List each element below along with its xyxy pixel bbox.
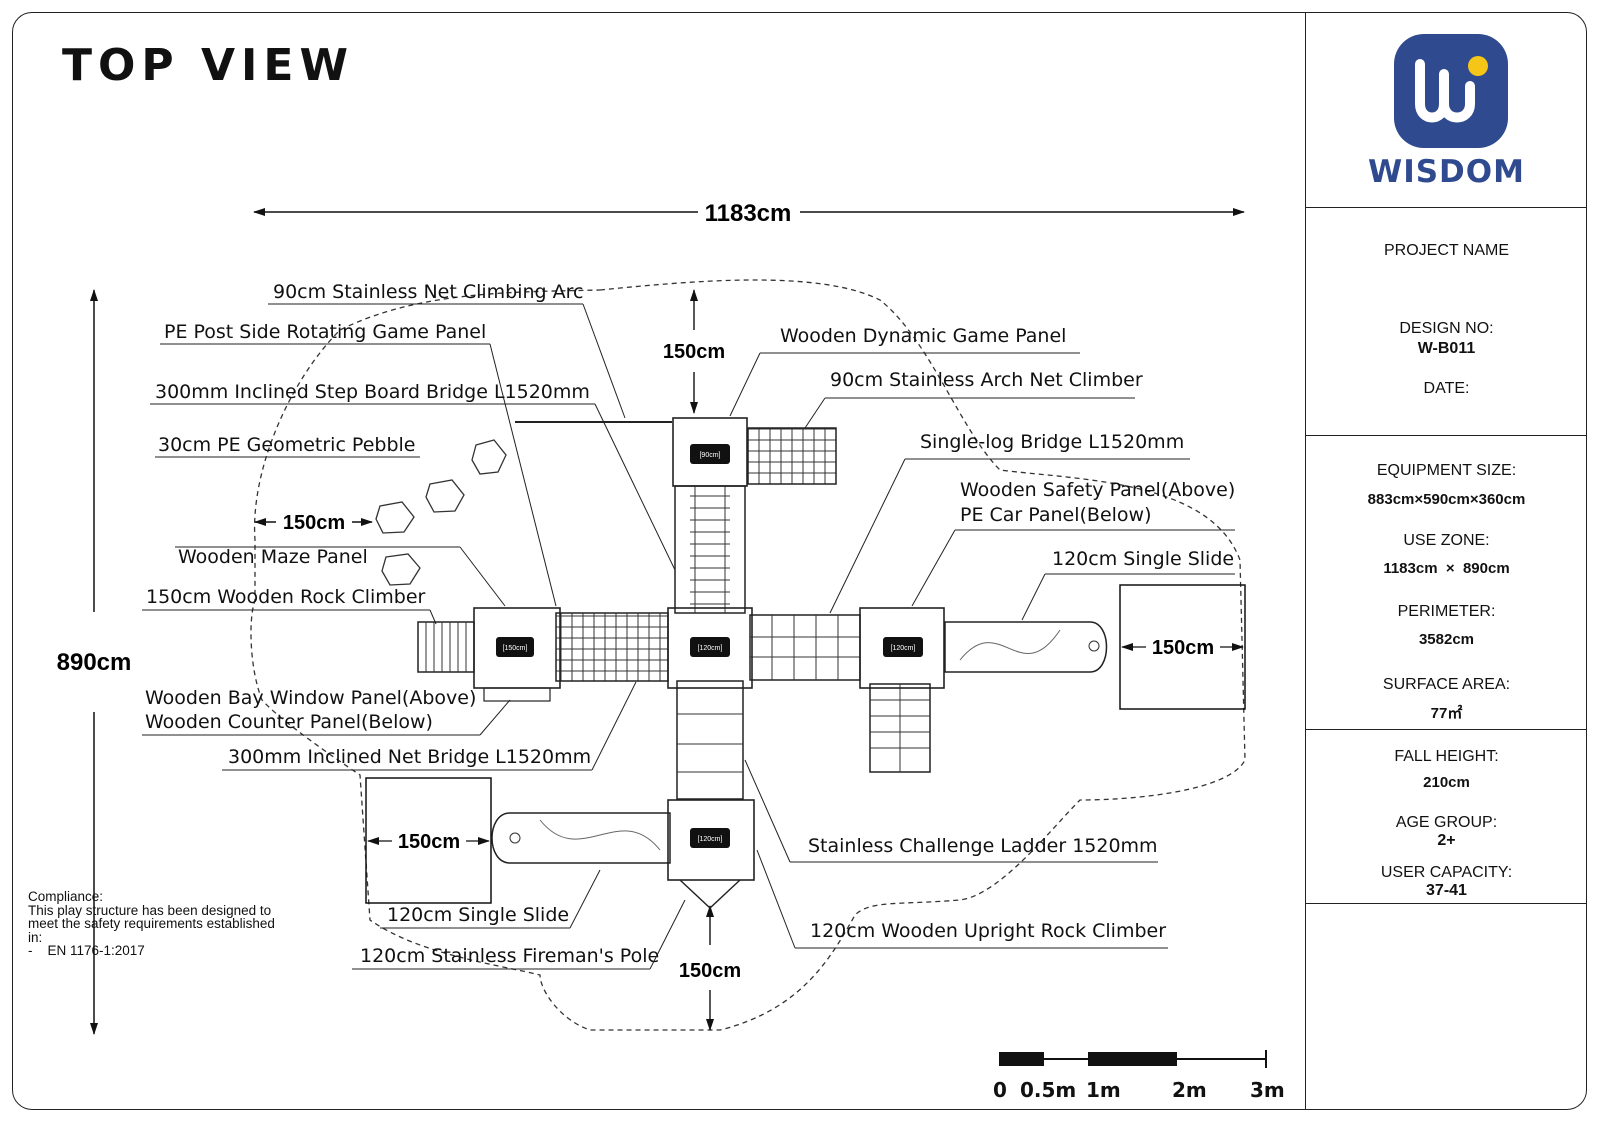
equipment-size-label: EQUIPMENT SIZE: [1376, 462, 1517, 479]
title-block: WISDOM PROJECT NAME DESIGN NO: W-B011 DA… [1305, 12, 1587, 1110]
clearance-top-label: 150cm [663, 341, 725, 363]
equipment-size-value: 883cm×590cm×360cm [1367, 491, 1526, 508]
callout-label: 90cm Stainless Arch Net Climber [830, 369, 1143, 391]
slide-runout-zone-left [365, 777, 492, 904]
platform-label-right: [120cm] [891, 645, 916, 652]
scale-bar [999, 1050, 1267, 1068]
challenge-ladder [676, 680, 744, 800]
single-slide-left [491, 812, 671, 864]
page-title: TOP VIEW [62, 40, 354, 91]
surface-area-label: SURFACE AREA: [1382, 676, 1511, 693]
callout-label: PE Post Side Rotating Game Panel [164, 321, 486, 343]
geometric-pebble [375, 501, 415, 534]
single-slide-right [944, 621, 1108, 673]
scale-label: 3m [1250, 1078, 1285, 1102]
callout-label: 300mm Inclined Net Bridge L1520mm [228, 746, 591, 768]
perimeter-value: 3582cm [1418, 631, 1475, 648]
callout-label: Wooden Counter Panel(Below) [145, 711, 433, 733]
clearance-right-label: 150cm [1152, 637, 1214, 659]
equipment-section: EQUIPMENT SIZE: 883cm×590cm×360cm USE ZO… [1306, 436, 1587, 730]
callout-label: 150cm Wooden Rock Climber [146, 586, 426, 608]
drawing-sheet [12, 12, 1587, 1110]
brand-section: WISDOM [1306, 12, 1587, 208]
callout-label: 120cm Single Slide [1052, 548, 1234, 570]
geometric-pebble [425, 479, 465, 513]
use-zone-value: 1183cm × 890cm [1383, 560, 1510, 577]
project-name-label: PROJECT NAME [1383, 242, 1510, 259]
fall-height-value: 210cm [1423, 774, 1470, 791]
platform-label-left: [150cm] [503, 645, 528, 652]
callout-label: 90cm Stainless Net Climbing Arc [273, 281, 584, 303]
callout-label: Wooden Maze Panel [178, 546, 368, 568]
inclined-net-bridge [555, 612, 669, 682]
callout-label: 120cm Wooden Upright Rock Climber [810, 920, 1166, 942]
geometric-pebble [471, 439, 507, 475]
callout-label: 300mm Inclined Step Board Bridge L1520mm [155, 381, 590, 403]
use-zone-boundary [250, 279, 1246, 1031]
callout-label: 120cm Single Slide [387, 904, 569, 926]
surface-area-value: 77㎡ [1430, 705, 1463, 722]
platform-center: [120cm] [667, 607, 753, 689]
platform-label-bottom: [120cm] [698, 836, 723, 843]
callout-label: Single-log Bridge L1520mm [920, 431, 1184, 453]
clearance-bottom-left-label: 150cm [398, 831, 460, 853]
brand-name: WISDOM [1368, 154, 1525, 190]
callout-label: Wooden Safety Panel(Above) [960, 479, 1235, 501]
compliance-text: This play structure has been designed to… [28, 902, 275, 945]
clearance-bottom-label: 150cm [679, 960, 741, 982]
compliance-title: Compliance: [28, 889, 104, 904]
callout-label: PE Car Panel(Below) [960, 504, 1152, 526]
user-capacity-value: 37-41 [1426, 882, 1467, 899]
slide-groove [959, 629, 1061, 661]
single-log-bridge [749, 614, 861, 681]
inclined-step-board-bridge [674, 485, 746, 614]
overall-width-label: 1183cm [705, 200, 792, 227]
platform-label-top: [90cm] [699, 452, 720, 459]
fall-height-label: FALL HEIGHT: [1394, 748, 1499, 765]
safety-section: FALL HEIGHT: 210cm AGE GROUP: 2+ USER CA… [1306, 730, 1587, 904]
platform-label-center: [120cm] [698, 645, 723, 652]
slide-groove [539, 819, 661, 851]
callout-label: Wooden Dynamic Game Panel [780, 325, 1066, 347]
callout-label: 120cm Stainless Fireman's Pole [360, 945, 659, 967]
use-zone-label: USE ZONE: [1403, 532, 1490, 549]
compliance-note: Compliance: This play structure has been… [28, 890, 278, 958]
slide-end-marker [509, 832, 521, 844]
arch-net-climber [747, 427, 837, 485]
age-group-value: 2+ [1437, 832, 1456, 849]
platform-left: [150cm] [473, 607, 561, 702]
slide-runout-zone-right [1119, 584, 1246, 710]
perimeter-label: PERIMETER: [1397, 603, 1496, 620]
callout-label: 30cm PE Geometric Pebble [158, 434, 416, 456]
design-no-value: W-B011 [1417, 340, 1476, 357]
clearance-left-label: 150cm [283, 512, 345, 534]
scale-label: 2m [1172, 1078, 1207, 1102]
platform-bottom: [120cm] [667, 799, 755, 909]
user-capacity-label: USER CAPACITY: [1380, 864, 1513, 881]
design-no-label: DESIGN NO: [1399, 320, 1494, 337]
scale-label: 0.5m [1020, 1078, 1077, 1102]
platform-top: [90cm] [672, 417, 748, 487]
project-section: PROJECT NAME DESIGN NO: W-B011 DATE: [1306, 208, 1587, 436]
age-group-label: AGE GROUP: [1395, 814, 1498, 831]
date-label: DATE: [1423, 380, 1470, 397]
scale-label: 0 [993, 1078, 1007, 1102]
callout-label: Wooden Bay Window Panel(Above) [145, 687, 476, 709]
scale-label: 1m [1086, 1078, 1121, 1102]
slide-end-marker [1088, 640, 1100, 652]
top-view-drawing: 1183cm 890cm 150cm 150cm 150cm 150cm 150… [57, 200, 1267, 1068]
overall-depth-label: 890cm [57, 649, 132, 676]
compliance-standard: - EN 1176-1:2017 [28, 943, 145, 958]
wisdom-logo-icon [1394, 34, 1508, 148]
callout-label: Stainless Challenge Ladder 1520mm [808, 835, 1158, 857]
geometric-pebble [381, 553, 421, 586]
platform-right: [120cm] [859, 607, 945, 689]
